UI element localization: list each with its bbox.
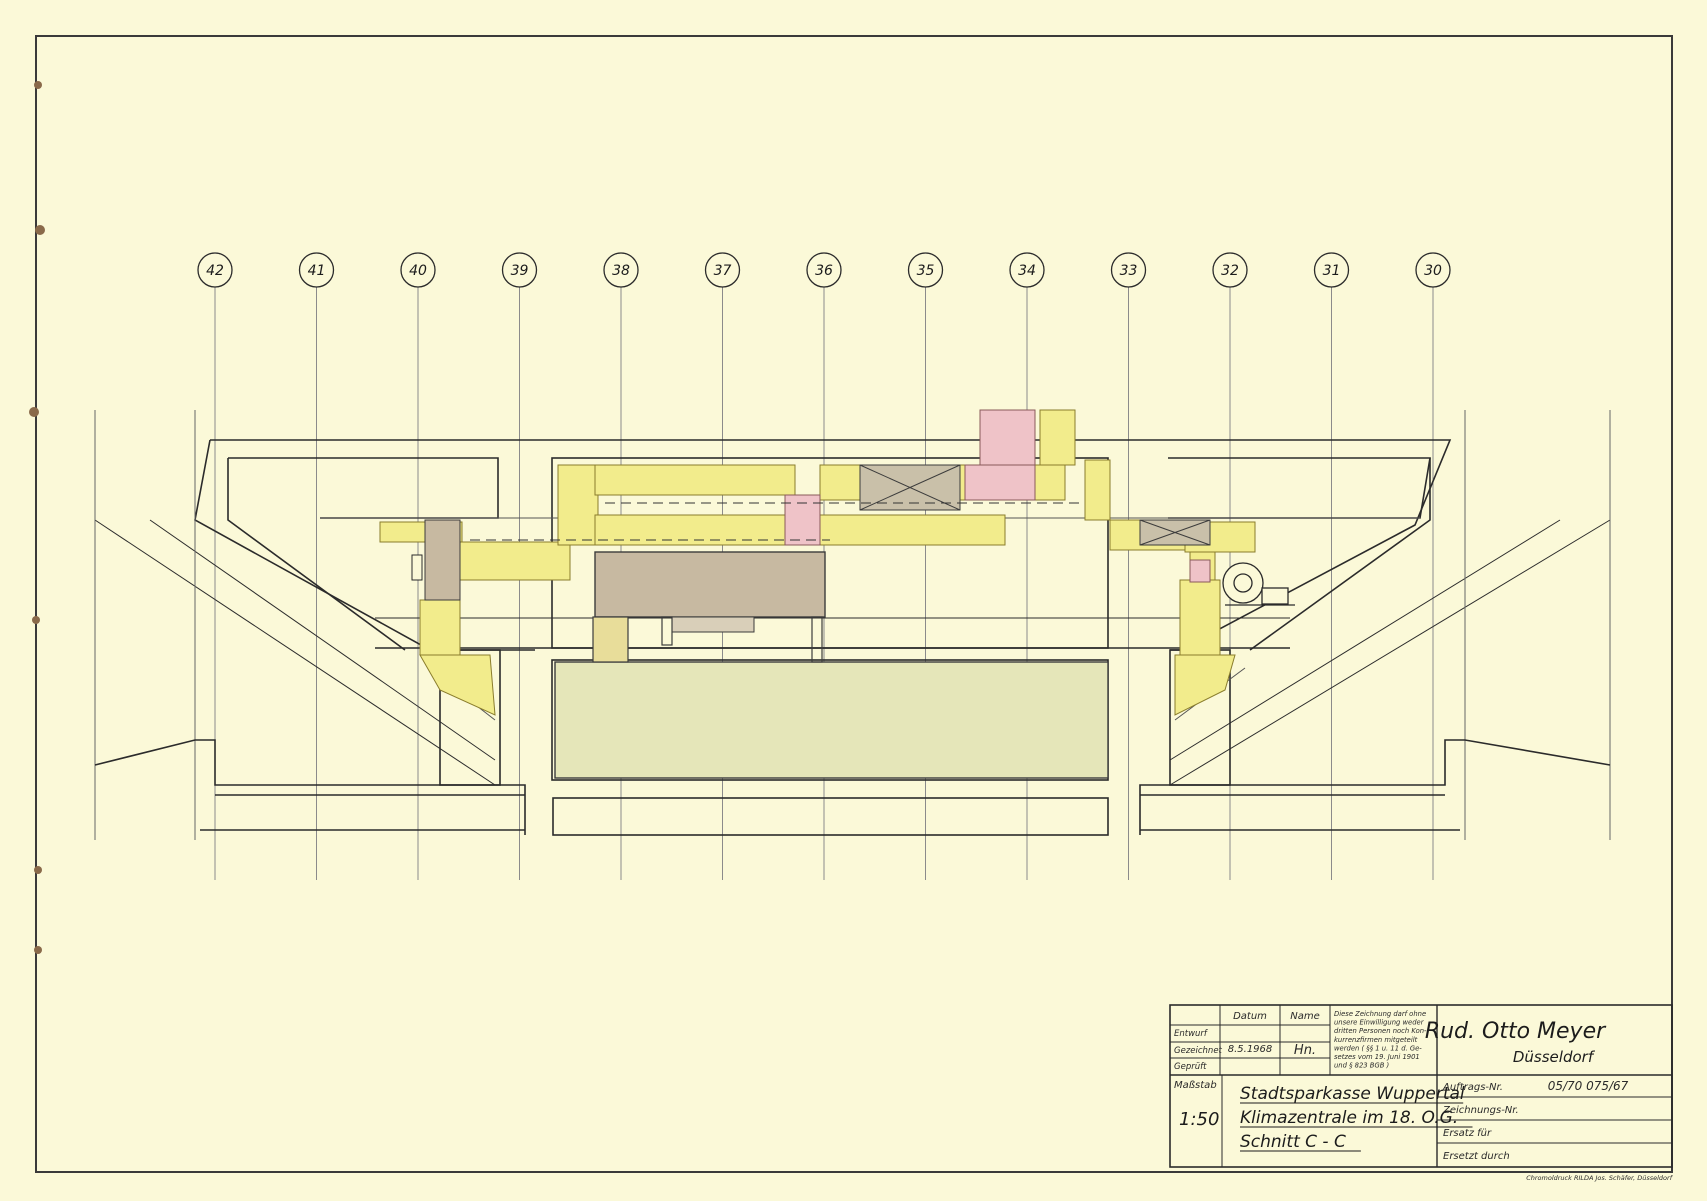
notice-line: unsere Einwilligung weder [1334, 1019, 1425, 1027]
axis-label: 32 [1221, 263, 1239, 279]
zeichnung-label: Zeichnungs-Nr. [1442, 1105, 1519, 1116]
axis-label: 40 [409, 263, 427, 279]
auftrag-label: Auftrags-Nr. [1442, 1082, 1503, 1093]
project-title-line: Stadtsparkasse Wuppertal [1240, 1084, 1465, 1104]
axis-label: 41 [308, 263, 326, 279]
axis-bubble [1009, 252, 1045, 288]
scale-value: 1:50 [1179, 1109, 1219, 1130]
axis-bubble [907, 252, 944, 288]
ersetzt-durch-label: Ersetzt durch [1443, 1151, 1510, 1162]
scale-label: Maßstab [1174, 1080, 1217, 1091]
axis-bubble [806, 252, 842, 288]
axis-bubble [704, 252, 741, 288]
axis-label: 36 [815, 263, 833, 279]
axis-bubble [603, 252, 639, 288]
axis-label: 42 [206, 263, 224, 279]
sheet-border [35, 35, 1673, 1173]
notice-line: setzes vom 19. Juni 1901 [1334, 1053, 1420, 1061]
company-city: Düsseldorf [1513, 1048, 1596, 1066]
plenum-chamber [554, 661, 1109, 779]
axis-label: 37 [714, 263, 732, 279]
drawn-initials: Hn. [1294, 1043, 1316, 1058]
drawn-date: 8.5.1968 [1228, 1044, 1273, 1055]
punch-marks [29, 81, 45, 954]
ducts-pink [784, 409, 1211, 583]
column-datum: Datum [1233, 1011, 1267, 1022]
air-handling-unit [424, 519, 826, 633]
notice-line: dritten Personen noch Kon- [1334, 1027, 1427, 1035]
project-title-line: Schnitt C - C [1240, 1132, 1346, 1152]
auftrag-value: 05/70 075/67 [1548, 1079, 1629, 1093]
left-damper-motor [411, 554, 423, 581]
notice-line: und § 823 BGB ) [1334, 1062, 1389, 1070]
axis-label: 31 [1323, 263, 1341, 279]
axis-bubble [1313, 252, 1350, 288]
printer-note: Chromoldruck RILDA Jos. Schäfer, Düsseld… [1526, 1174, 1674, 1182]
notice-line: Diese Zeichnung darf ohne [1334, 1010, 1426, 1018]
notice-line: werden ( §§ 1 u. 11 d. Ge- [1334, 1044, 1422, 1052]
ersatz-fuer-label: Ersatz für [1443, 1128, 1492, 1139]
axis-bubble [298, 252, 335, 288]
axis-bubble [197, 252, 233, 288]
axis-label: 33 [1120, 263, 1138, 279]
column-name: Name [1290, 1011, 1320, 1022]
axis-bubble [501, 252, 538, 288]
row-entwurf: Entwurf [1174, 1029, 1209, 1039]
fan-motor [1222, 562, 1295, 606]
unit-supports [592, 616, 823, 663]
axis-bubble [1415, 252, 1451, 288]
project-title-line: Klimazentrale im 18. O.G. [1240, 1108, 1458, 1128]
axis-bubble [400, 252, 436, 288]
axis-labels: 42 41 40 39 38 37 36 35 34 33 32 31 30 [197, 252, 1451, 288]
row-geprueft: Geprüft [1174, 1062, 1207, 1072]
axis-label: 30 [1424, 263, 1442, 279]
axis-grid-lines [214, 287, 1434, 880]
axis-bubble [1110, 252, 1147, 288]
axis-bubble [1212, 252, 1248, 288]
axis-label: 39 [511, 263, 529, 279]
axis-label: 38 [612, 263, 630, 279]
company-name: Rud. Otto Meyer [1425, 1019, 1607, 1044]
notice-line: kurrenzfirmen mitgeteilt [1334, 1036, 1418, 1044]
axis-label: 35 [917, 263, 935, 279]
title-block [1169, 1004, 1673, 1168]
axis-label: 34 [1018, 263, 1036, 279]
row-gezeichnet: Gezeichnet [1174, 1046, 1223, 1056]
